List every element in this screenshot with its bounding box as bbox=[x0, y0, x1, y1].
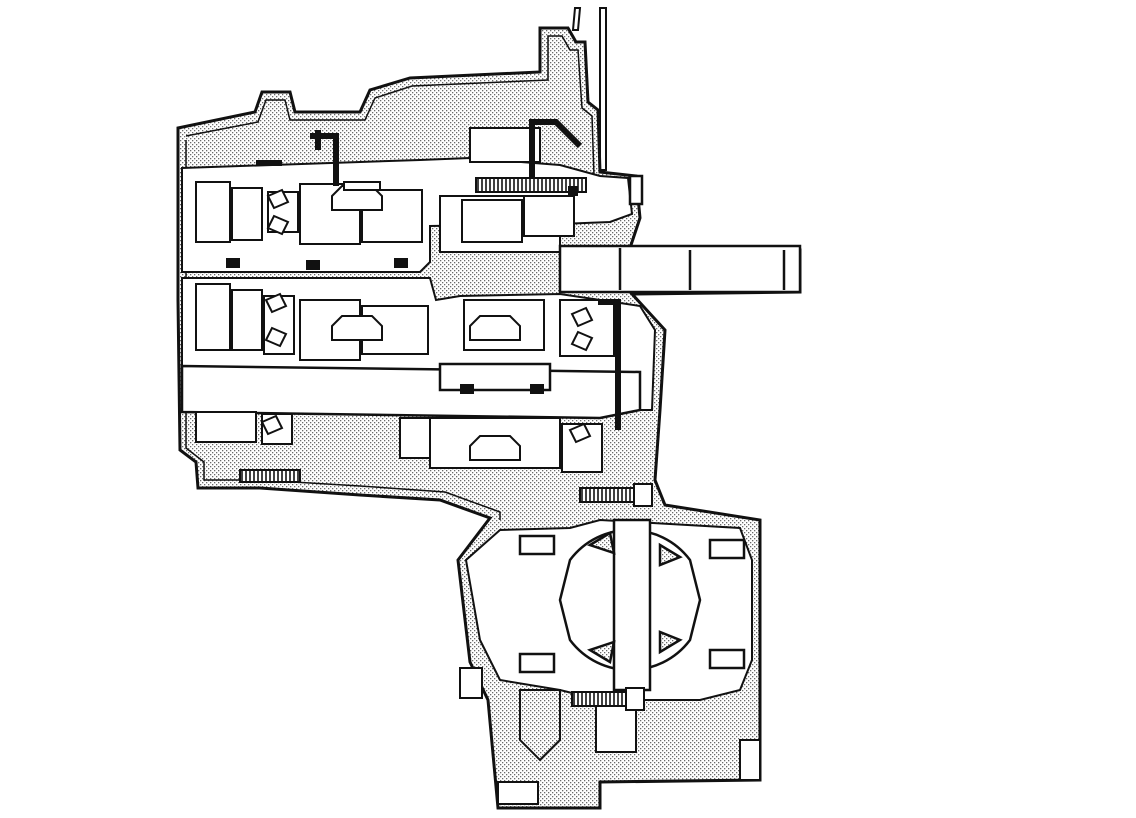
input-shaft bbox=[180, 362, 642, 420]
mounting-ears bbox=[459, 667, 761, 805]
shift-forks bbox=[310, 119, 621, 430]
output-shaft bbox=[558, 174, 802, 294]
gear-set-upper bbox=[195, 127, 587, 245]
shift-rods bbox=[571, 7, 607, 171]
bearings bbox=[260, 188, 594, 444]
synchronizer-collars bbox=[331, 181, 521, 461]
differential-lower-housing bbox=[519, 689, 637, 762]
snap-rings bbox=[226, 160, 578, 394]
fastener-bolts bbox=[239, 469, 653, 711]
differential-carrier bbox=[518, 518, 746, 692]
